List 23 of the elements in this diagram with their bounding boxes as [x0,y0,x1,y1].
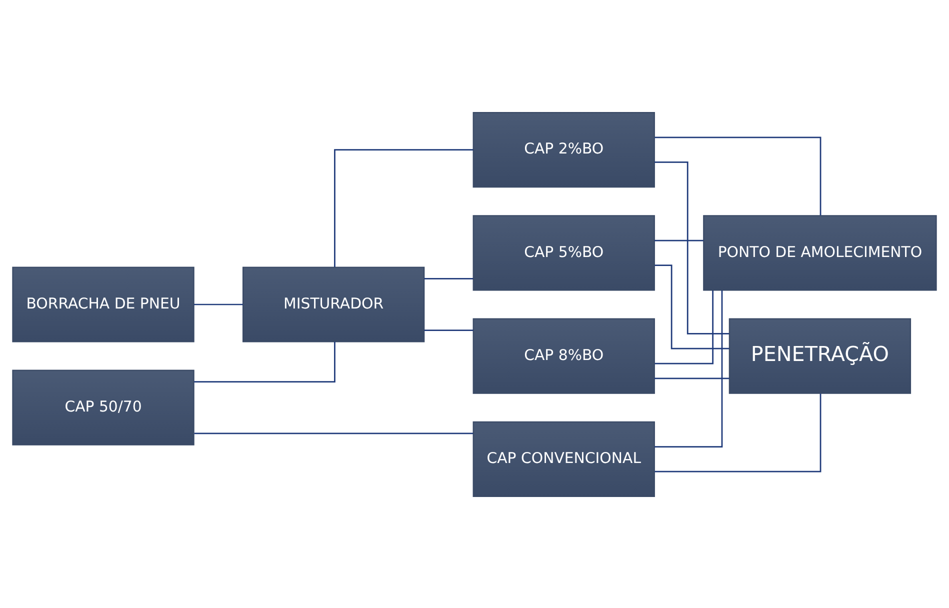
node-box: CAP 8%BO [472,318,655,394]
connector [654,161,730,334]
connector [654,290,723,447]
node-box: PENETRAÇÃO [728,318,912,394]
connector [654,264,730,349]
connector [424,278,474,279]
connector [424,329,474,330]
connector [194,432,474,434]
node-box: CAP CONVENCIONAL [472,420,655,496]
connector [334,148,474,267]
node-box: MISTURADOR [242,266,425,342]
connector [654,290,714,364]
connector [654,393,822,472]
connector [654,136,822,215]
node-box: CAP 2%BO [472,112,655,188]
connector [194,303,243,305]
connector [654,239,704,241]
node-box: CAP 50/70 [12,369,194,445]
connector [194,341,336,382]
node-box: CAP 5%BO [472,214,655,290]
node-box: BORRACHA DE PNEU [12,266,194,342]
node-box: PONTO DE AMOLECIMENTO [703,214,937,290]
connector [654,377,730,379]
